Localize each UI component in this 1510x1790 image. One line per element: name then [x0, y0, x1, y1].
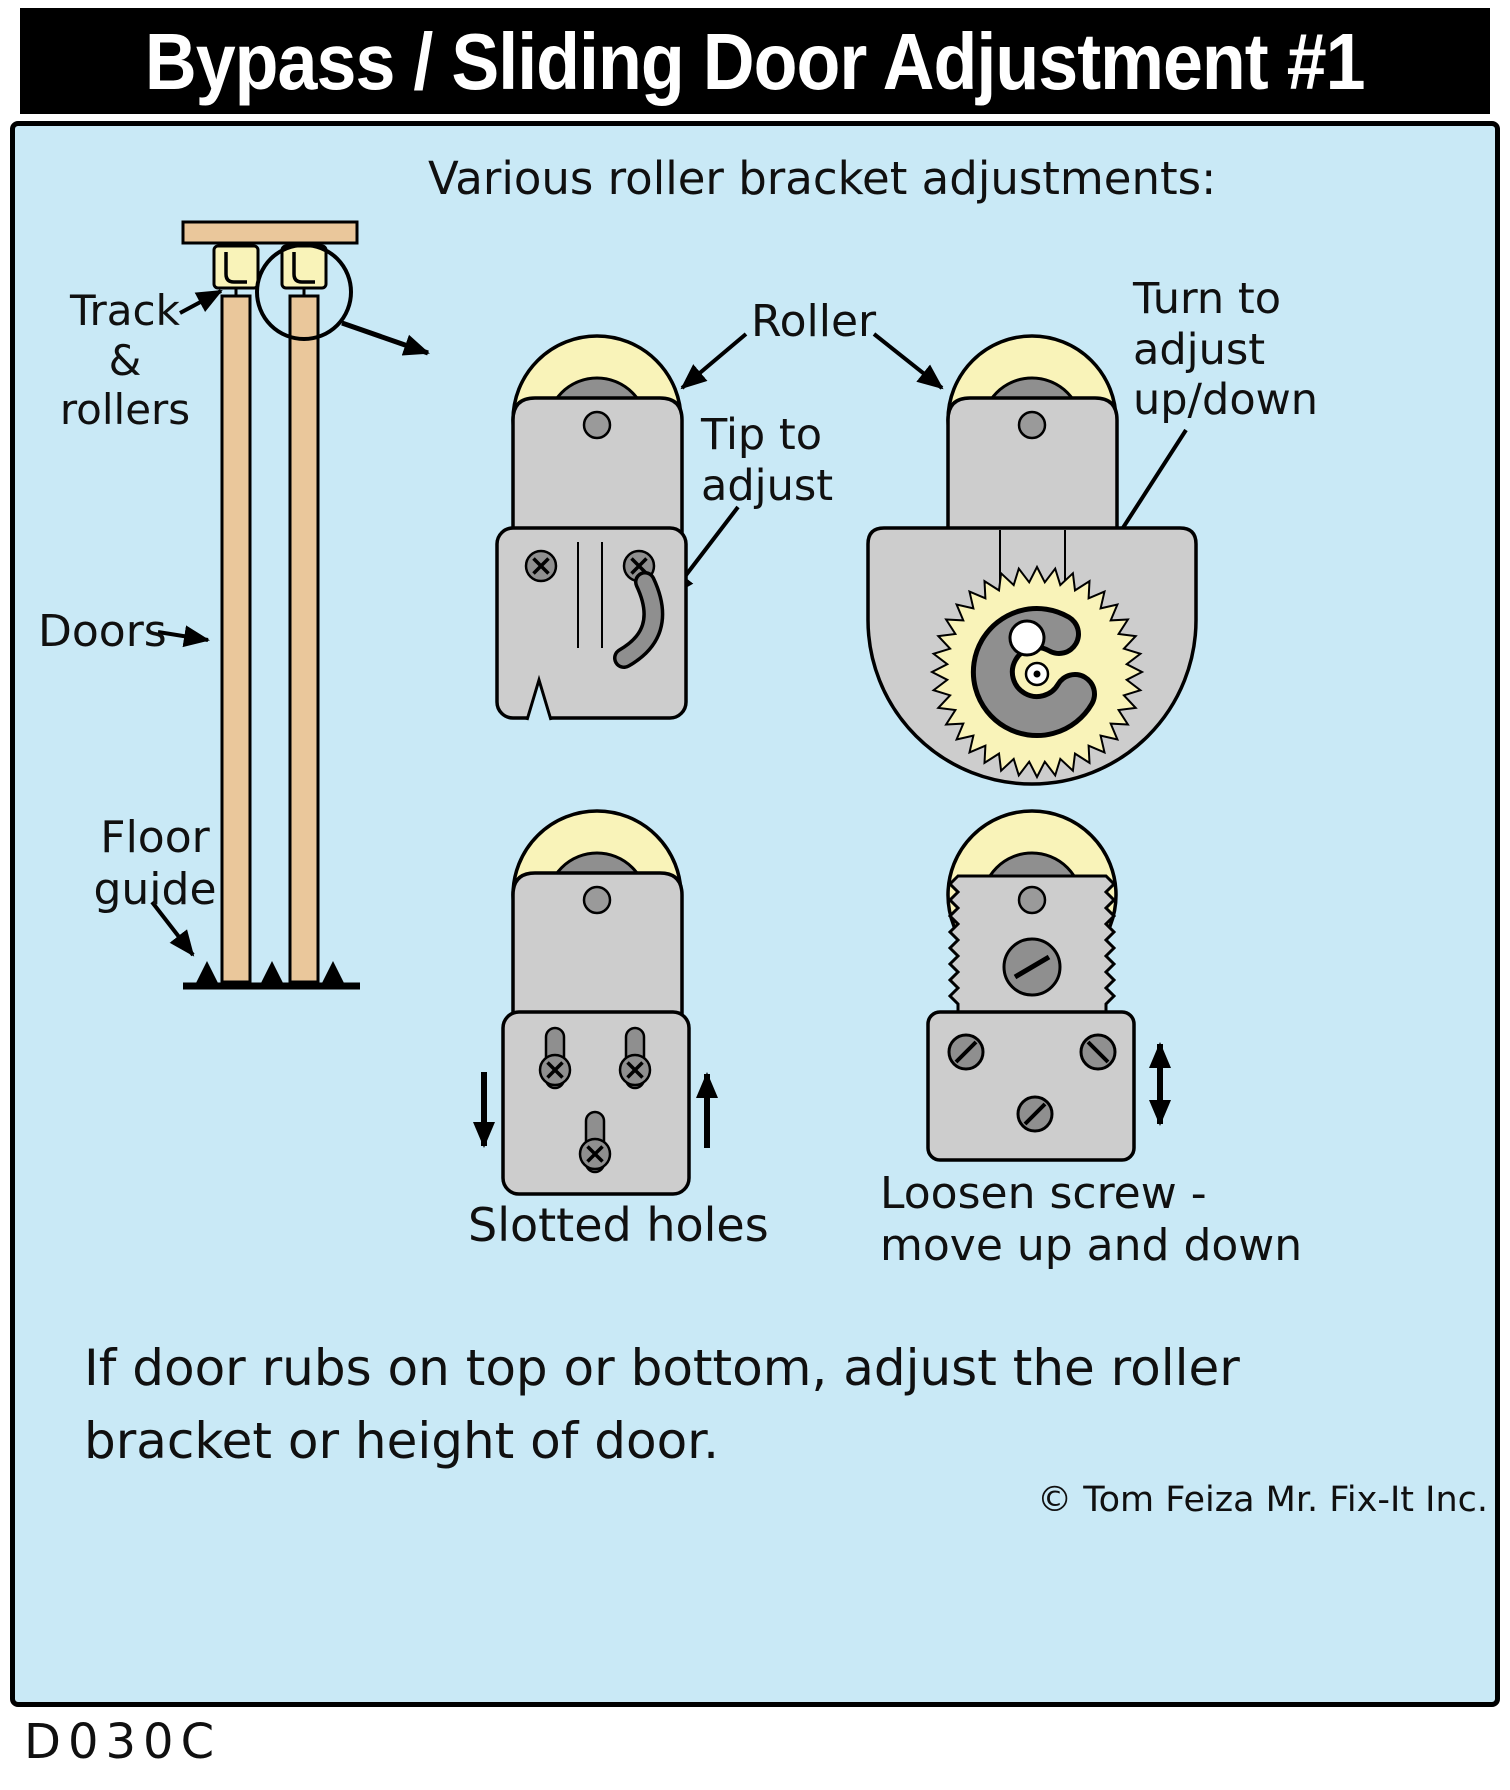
title-bar: Bypass / Sliding Door Adjustment #1 [20, 8, 1490, 114]
rivet-icon [1017, 410, 1047, 440]
bracket-arm [511, 396, 684, 536]
screw-icon [524, 549, 558, 583]
zoom-circle [255, 243, 353, 341]
bracket-plate [926, 1010, 1136, 1162]
doors-arrow [157, 625, 210, 648]
large-screw-icon [1002, 937, 1062, 997]
diagram-panel [10, 121, 1500, 1707]
rivet-icon [582, 410, 612, 440]
diagram-code: D030C [24, 1714, 222, 1770]
rivet-icon [1017, 885, 1047, 915]
door-left [220, 294, 252, 984]
loosen-screw-label: Loosen screw - move up and down [880, 1168, 1303, 1271]
screw-icon [578, 1137, 612, 1171]
screw-icon [1079, 1033, 1117, 1071]
floor-guide-label: Floor guide [93, 812, 217, 915]
roller-hanger-icon [280, 244, 328, 290]
screw-icon [947, 1033, 985, 1071]
cam-ball [1008, 619, 1046, 657]
instruction-note: If door rubs on top or bottom, adjust th… [84, 1339, 1240, 1470]
zoom-arrow [341, 320, 430, 356]
gear-adjust-bracket-diagram [866, 334, 1198, 786]
screw-icon [538, 1053, 572, 1087]
floor-guide-arrow [150, 900, 195, 957]
page-title: Bypass / Sliding Door Adjustment #1 [145, 16, 1366, 106]
copyright-text: © Tom Feiza Mr. Fix-It Inc. [1037, 1480, 1488, 1520]
bracket-arm [511, 871, 684, 1020]
bracket-arm [946, 396, 1119, 536]
screw-icon [1016, 1095, 1054, 1133]
track-rollers-label: Track & rollers [59, 286, 191, 435]
screw-icon [618, 1053, 652, 1087]
track-arrow [179, 289, 223, 315]
tip-adjust-bracket-diagram [495, 334, 688, 721]
floor-guide-marks [183, 961, 360, 990]
door-track-illustration [181, 220, 430, 990]
roller-arrow-right [872, 332, 944, 390]
bracket-notch [525, 674, 553, 721]
roller-hanger-icon [212, 244, 260, 290]
loosen-screw-bracket-diagram [926, 809, 1171, 1162]
slotted-holes-label: Slotted holes [468, 1198, 769, 1252]
tip-to-adjust-label: Tip to adjust [701, 410, 834, 511]
roller-arrow-left [680, 332, 748, 390]
turn-to-adjust-label: Turn to adjust up/down [1133, 274, 1319, 426]
rivet-icon [582, 885, 612, 915]
doors-label: Doors [38, 606, 167, 657]
roller-label: Roller [751, 296, 877, 347]
track [181, 220, 359, 245]
door-right [288, 294, 320, 984]
slotted-holes-bracket-diagram [473, 809, 718, 1196]
subtitle: Various roller bracket adjustments: [428, 152, 1217, 205]
